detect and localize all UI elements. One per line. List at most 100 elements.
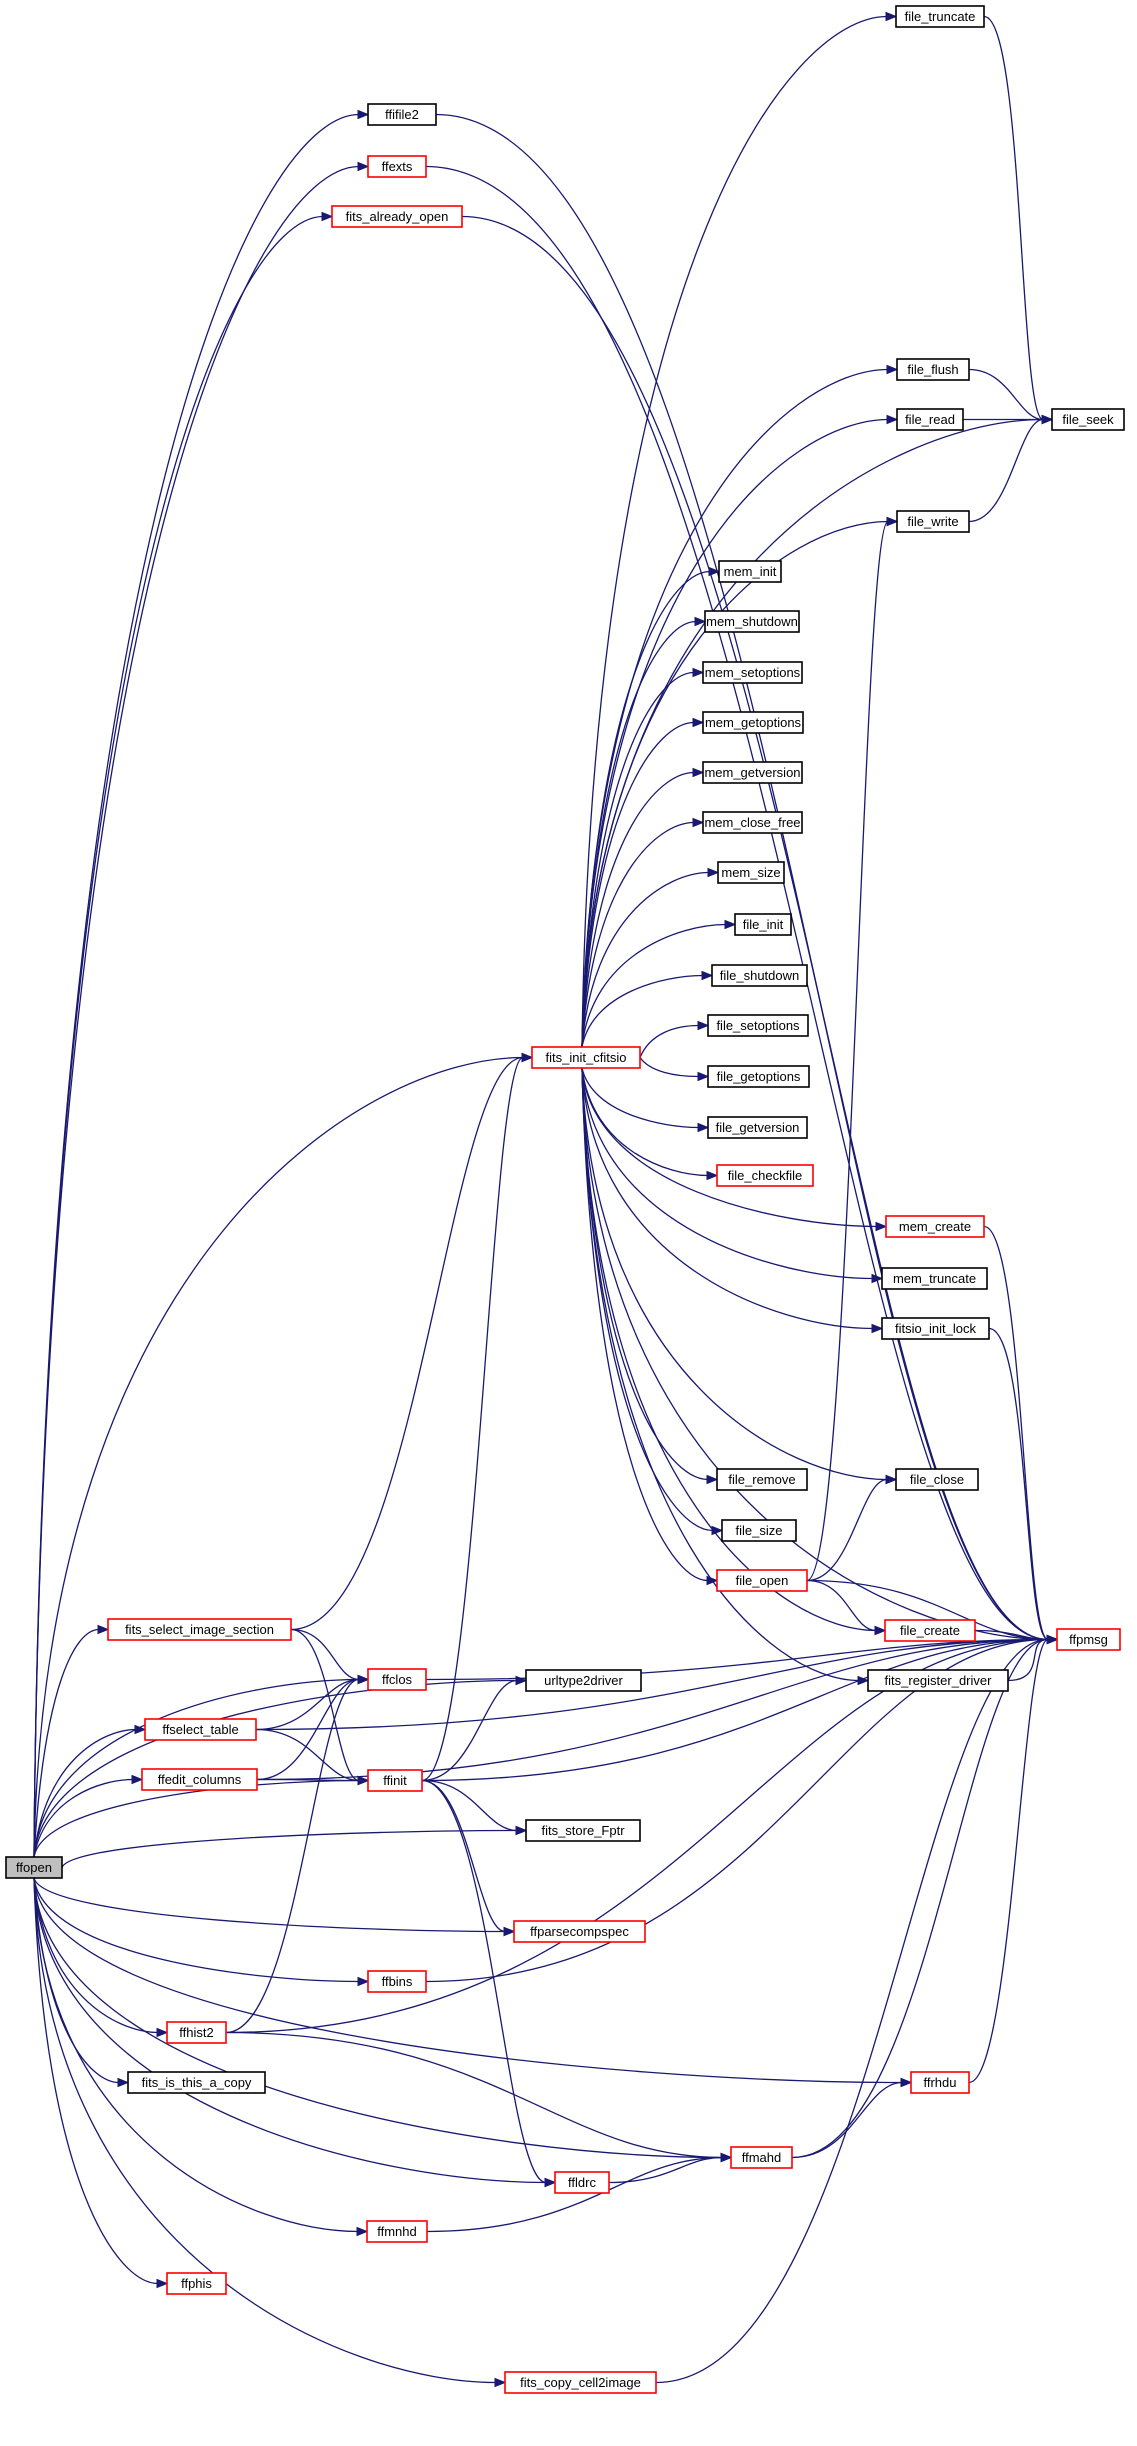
edge-fits_init_cfitsio-to-file_shutdown [581,970,714,1048]
edge-ffopen-to-ffhist2 [33,1877,169,2038]
node-label: mem_getoptions [705,715,802,730]
node-ffparsecompspec[interactable]: ffparsecompspec [513,1920,646,1943]
node-mem-getoptions[interactable]: mem_getoptions [702,711,804,734]
node-fits-copy-cell2image[interactable]: fits_copy_cell2image [504,2371,657,2394]
node-ffselect-table[interactable]: ffselect_table [144,1718,257,1741]
node-label: file_getversion [716,1120,800,1135]
node-ffmnhd[interactable]: ffmnhd [366,2220,428,2243]
node-file-read[interactable]: file_read [896,408,964,431]
node-fits-is-this-a-copy[interactable]: fits_is_this_a_copy [127,2071,266,2094]
node-label: file_close [910,1472,964,1487]
node-fits-store-Fptr[interactable]: fits_store_Fptr [525,1819,641,1842]
node-label: fits_select_image_section [125,1622,274,1637]
node-ffopen[interactable]: ffopen [5,1856,63,1879]
node-fits-register-driver[interactable]: fits_register_driver [867,1669,1009,1692]
node-mem-truncate[interactable]: mem_truncate [881,1267,988,1290]
edge-ffopen-to-ffselect_table [33,1724,147,1858]
edge-fits_init_cfitsio-to-file_truncate [581,11,898,1048]
node-label: fits_init_cfitsio [546,1050,627,1065]
edge-ffopen-to-fits_copy_cell2image [33,1877,507,2388]
node-fitsio-init-lock[interactable]: fitsio_init_lock [881,1317,990,1340]
edge-ffopen-to-ffifile2 [33,109,370,1858]
node-label: mem_getversion [704,765,800,780]
node-urltype2driver[interactable]: urltype2driver [525,1669,642,1692]
node-file-create[interactable]: file_create [884,1619,976,1642]
node-label: ffmnhd [377,2224,417,2239]
node-label: file_write [907,514,958,529]
node-label: fits_register_driver [885,1673,993,1688]
node-ffedit-columns[interactable]: ffedit_columns [141,1768,258,1791]
node-ffpmsg[interactable]: ffpmsg [1056,1628,1121,1651]
node-label: file_getoptions [717,1069,801,1084]
node-mem-shutdown[interactable]: mem_shutdown [704,610,800,633]
node-label: ffrhdu [923,2075,956,2090]
node-label: fits_store_Fptr [541,1823,625,1838]
node-label: ffhist2 [179,2025,213,2040]
node-file-init[interactable]: file_init [734,913,792,936]
edge-ffmnhd-to-ffmahd [426,2152,733,2233]
edge-fits_init_cfitsio-to-mem_close_free [581,817,705,1048]
edge-fits_init_cfitsio-to-file_size [581,1067,724,1536]
node-label: ffphis [181,2276,212,2291]
node-label: fits_is_this_a_copy [142,2075,252,2090]
node-ffbins[interactable]: ffbins [367,1970,427,1993]
node-ffifile2[interactable]: ffifile2 [367,103,437,126]
edge-ffinit-to-fits_init_cfitsio [421,1052,534,1782]
node-ffmahd[interactable]: ffmahd [730,2146,793,2169]
node-ffinit[interactable]: ffinit [367,1769,423,1792]
edge-ffopen-to-ffphis [33,1877,169,2289]
edge-fits_init_cfitsio-to-file_seek [581,414,1054,1048]
node-file-open[interactable]: file_open [716,1569,808,1592]
node-label: file_shutdown [720,968,800,983]
edge-ffopen-to-fits_already_open [33,211,334,1858]
node-label: ffselect_table [162,1722,238,1737]
edge-ffopen-to-ffparsecompspec [33,1877,516,1937]
edge-ffedit_columns-to-ffpmsg [256,1634,1059,1781]
node-label: mem_init [724,564,777,579]
node-mem-size[interactable]: mem_size [717,861,785,884]
node-label: urltype2driver [544,1673,623,1688]
node-file-getversion[interactable]: file_getversion [707,1116,808,1139]
node-mem-close-free[interactable]: mem_close_free [702,811,803,834]
node-ffhist2[interactable]: ffhist2 [166,2021,227,2044]
node-ffldrc[interactable]: ffldrc [554,2171,610,2194]
node-label: fits_already_open [346,209,449,224]
node-label: file_read [905,412,955,427]
node-file-getoptions[interactable]: file_getoptions [707,1065,810,1088]
node-ffphis[interactable]: ffphis [166,2272,227,2295]
edge-fits_init_cfitsio-to-file_setoptions [639,1020,710,1058]
node-fits-init-cfitsio[interactable]: fits_init_cfitsio [531,1046,641,1069]
node-ffrhdu[interactable]: ffrhdu [910,2071,970,2094]
node-mem-create[interactable]: mem_create [885,1215,985,1238]
node-fits-already-open[interactable]: fits_already_open [331,205,463,228]
node-file-flush[interactable]: file_flush [896,358,970,381]
node-file-close[interactable]: file_close [895,1468,979,1491]
edge-file_open-to-file_create [806,1579,887,1636]
edge-ffinit-to-fits_store_Fptr [421,1779,528,1836]
node-mem-init[interactable]: mem_init [718,560,782,583]
node-label: mem_create [899,1219,971,1234]
node-fits-select-image-section[interactable]: fits_select_image_section [107,1618,292,1641]
node-file-write[interactable]: file_write [896,510,970,533]
node-file-setoptions[interactable]: file_setoptions [707,1014,809,1037]
edge-ffopen-to-ffrhdu [33,1877,913,2088]
node-file-truncate[interactable]: file_truncate [895,5,985,28]
node-mem-getversion[interactable]: mem_getversion [702,761,803,784]
node-ffexts[interactable]: ffexts [367,155,427,178]
node-file-remove[interactable]: file_remove [716,1468,808,1491]
node-label: ffmahd [742,2150,782,2165]
node-mem-setoptions[interactable]: mem_setoptions [702,661,803,684]
node-label: mem_size [721,865,780,880]
edge-fits_init_cfitsio-to-file_getoptions [639,1057,710,1082]
node-ffclos[interactable]: ffclos [367,1668,427,1691]
edge-mem_create-to-ffpmsg [983,1225,1059,1645]
node-file-size[interactable]: file_size [721,1519,797,1542]
edge-ffopen-to-fits_init_cfitsio [33,1052,534,1858]
edge-ffopen-to-ffldrc [33,1877,557,2188]
node-file-shutdown[interactable]: file_shutdown [711,964,808,987]
node-label: file_open [736,1573,789,1588]
node-file-seek[interactable]: file_seek [1051,408,1125,431]
edge-ffhist2-to-ffclos [225,1674,370,2034]
node-file-checkfile[interactable]: file_checkfile [716,1164,814,1187]
